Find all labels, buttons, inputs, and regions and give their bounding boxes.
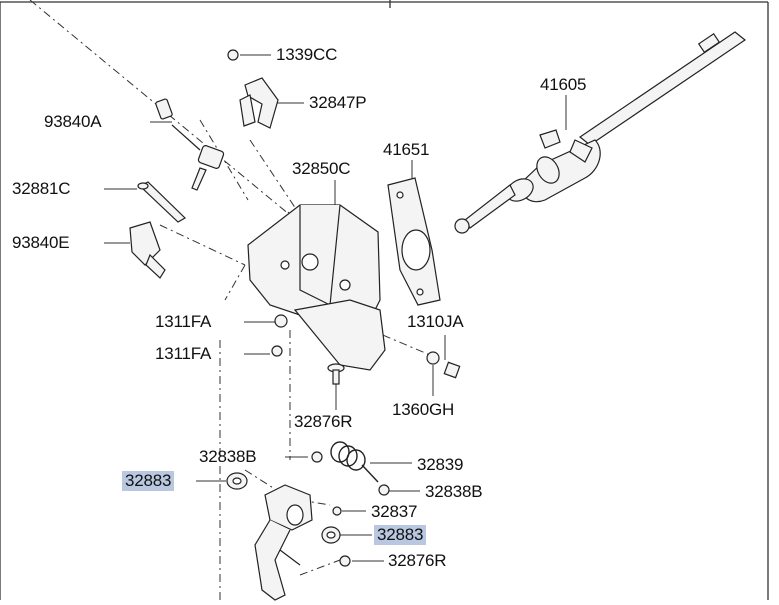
callout-32883-left[interactable]: 32883 (122, 471, 175, 491)
nuts-part (271, 314, 461, 516)
callout-41651[interactable]: 41651 (383, 140, 430, 159)
master-cylinder-part (454, 31, 747, 234)
pin-part (137, 181, 186, 223)
leader-lines (104, 54, 567, 562)
callout-32837[interactable]: 32837 (371, 502, 418, 521)
gasket-part (387, 177, 441, 306)
callout-32883-right[interactable]: 32883 (374, 525, 427, 545)
sensor-a-part (155, 98, 225, 191)
callout-32876r-lower[interactable]: 32876R (388, 551, 447, 570)
callout-32876r-upper[interactable]: 32876R (294, 412, 353, 431)
callout-1310ja[interactable]: 1310JA (407, 312, 464, 331)
pedal-bracket-part (247, 204, 386, 371)
sensor-e-part (129, 221, 166, 279)
callout-32881c[interactable]: 32881C (12, 179, 71, 198)
callout-1339cc[interactable]: 1339CC (276, 45, 338, 64)
callout-32839[interactable]: 32839 (417, 455, 464, 474)
callout-32847p[interactable]: 32847P (309, 93, 367, 112)
spring-part (330, 441, 379, 483)
upper-bracket-part (227, 49, 279, 129)
callout-93840a[interactable]: 93840A (44, 112, 102, 131)
frame (0, 0, 769, 600)
callout-32838b-right[interactable]: 32838B (425, 482, 483, 501)
callout-1360gh[interactable]: 1360GH (392, 400, 455, 419)
callout-41605[interactable]: 41605 (540, 75, 587, 94)
pedal-arm-part (254, 484, 351, 601)
callout-32838b-left[interactable]: 32838B (199, 447, 257, 466)
callout-1311fa-upper[interactable]: 1311FA (155, 312, 212, 331)
callout-93840e[interactable]: 93840E (12, 233, 70, 252)
callout-32850c[interactable]: 32850C (292, 159, 351, 178)
callout-1311fa-lower[interactable]: 1311FA (155, 344, 212, 363)
bushing-parts (226, 472, 341, 544)
bolt-upper-part (327, 363, 345, 385)
